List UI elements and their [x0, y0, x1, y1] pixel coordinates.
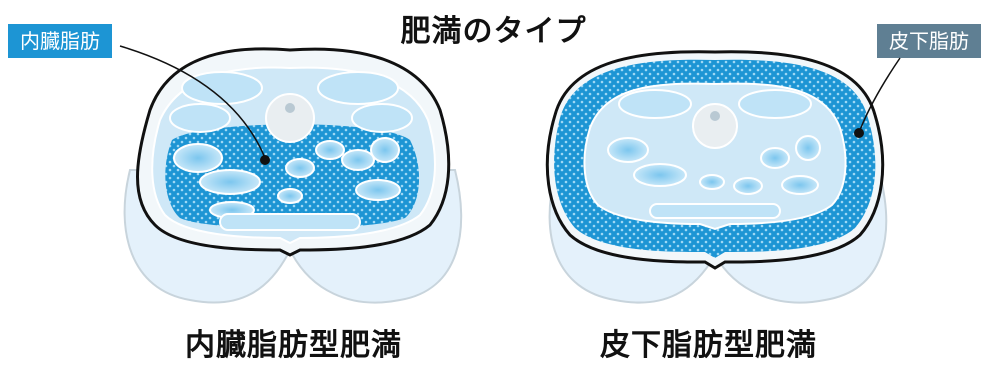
subcutaneous-type-caption: 皮下脂肪型肥満	[600, 328, 817, 363]
visceral-cross-section	[119, 45, 463, 304]
diagram-title: 肥満のタイプ	[400, 14, 587, 49]
subcutaneous-cross-section	[545, 50, 901, 304]
visceral-fat-label: 内臓脂肪	[8, 24, 112, 58]
visceral-type-caption: 内臓脂肪型肥満	[185, 328, 402, 363]
subcutaneous-fat-label: 皮下脂肪	[877, 24, 981, 58]
